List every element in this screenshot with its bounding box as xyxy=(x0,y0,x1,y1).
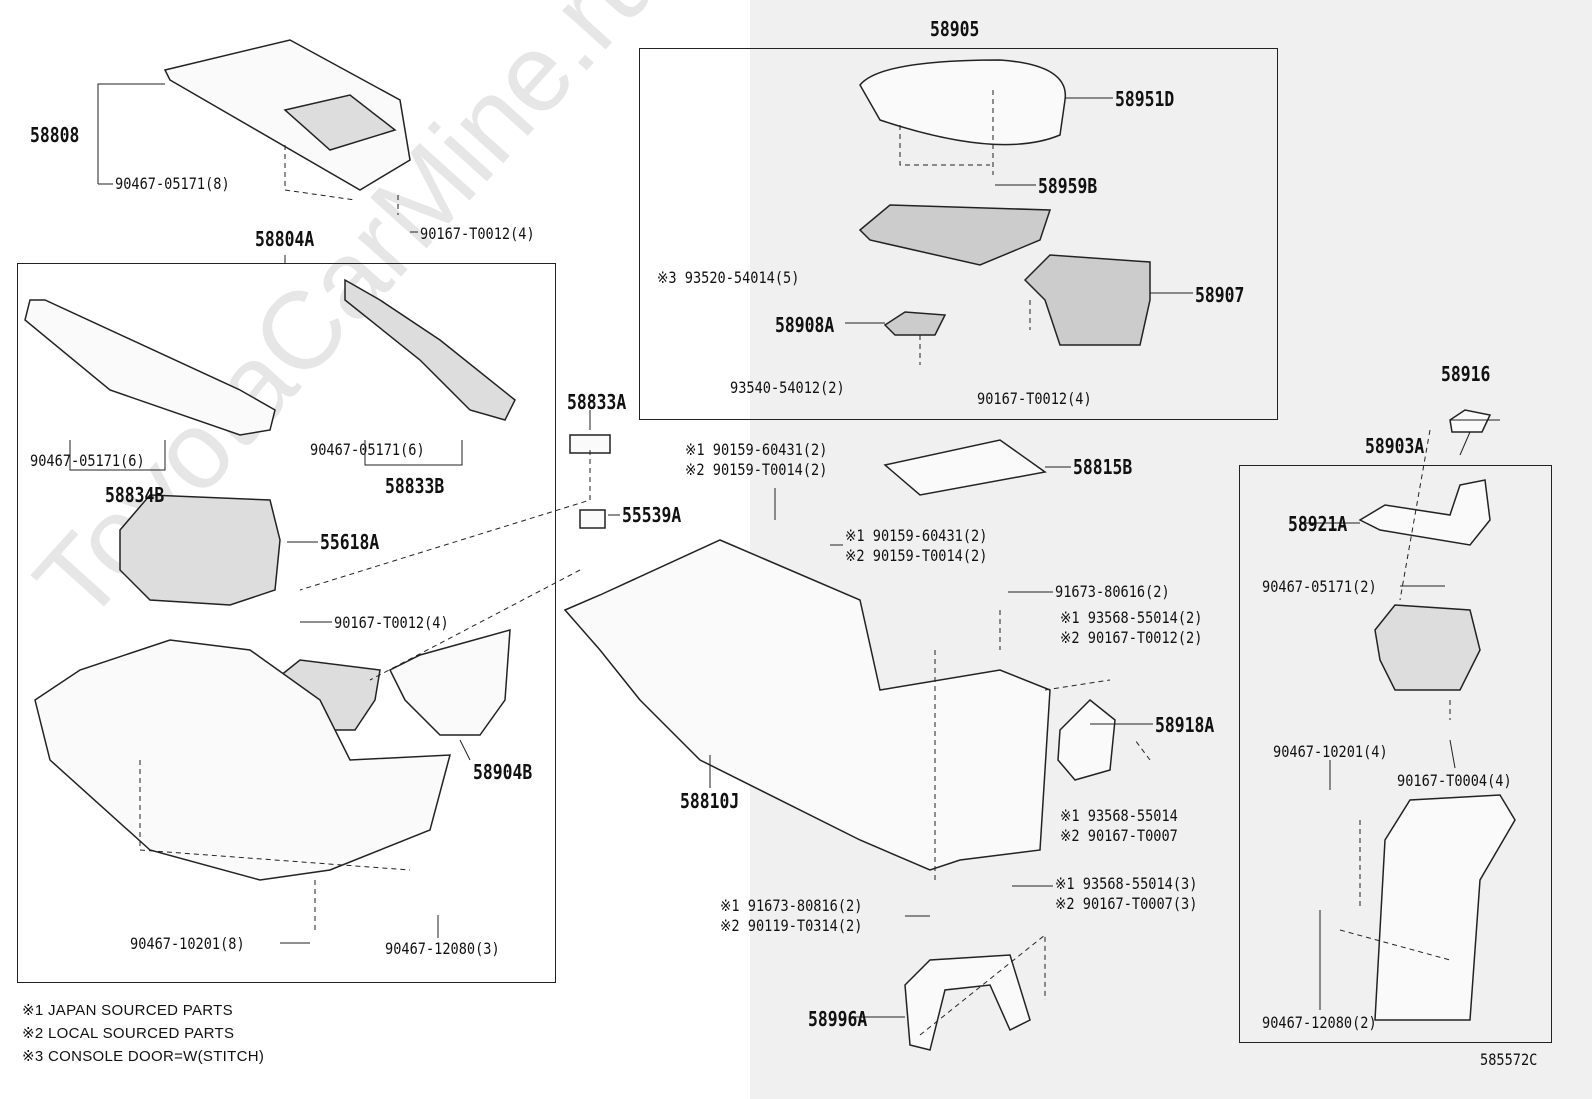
label-58921A: 58921A xyxy=(1288,512,1348,536)
label-s1-93568-55014-3: ※1 93568-55014(3) xyxy=(1055,874,1198,893)
label-s2-90167-T0012-2: ※2 90167-T0012(2) xyxy=(1060,628,1203,647)
label-90467-10201-4: 90467-10201(4) xyxy=(1273,742,1388,761)
part-58903A-cover xyxy=(1374,794,1516,1021)
label-90467-05171-2: 90467-05171(2) xyxy=(1262,577,1377,596)
part-55618A xyxy=(119,494,281,606)
label-58833B: 58833B xyxy=(385,474,445,498)
diagram-code: 585572C xyxy=(1480,1050,1538,1069)
label-s2-90167-T0007-3: ※2 90167-T0007(3) xyxy=(1055,894,1198,913)
label-58815B: 58815B xyxy=(1073,455,1133,479)
label-90467-10201-8: 90467-10201(8) xyxy=(130,934,245,953)
label-58808: 58808 xyxy=(30,123,80,147)
part-58833B xyxy=(344,278,516,421)
part-58921A xyxy=(1358,479,1491,546)
label-58918A: 58918A xyxy=(1155,713,1215,737)
part-58918A-bracket xyxy=(1057,698,1116,781)
label-s1-93568-55014: ※1 93568-55014 xyxy=(1060,806,1178,825)
label-58810J: 58810J xyxy=(680,789,740,813)
label-s2-90167-T0007: ※2 90167-T0007 xyxy=(1060,826,1178,845)
label-90467-05171-6b: 90467-05171(6) xyxy=(310,440,425,459)
part-58916 xyxy=(1449,409,1492,433)
label-55539A: 55539A xyxy=(622,503,682,527)
part-58810J-console xyxy=(563,539,1051,871)
label-58951D: 58951D xyxy=(1115,87,1175,111)
part-58834B xyxy=(24,299,276,436)
label-58959B: 58959B xyxy=(1038,174,1098,198)
footnote-local-sourced: ※2 LOCAL SOURCED PARTS xyxy=(22,1025,235,1042)
part-55539A xyxy=(579,509,606,529)
label-s2-90159-T0014-b: ※2 90159-T0014(2) xyxy=(845,546,988,565)
part-58808-panel xyxy=(163,39,411,191)
footnote-console-door: ※3 CONSOLE DOOR=W(STITCH) xyxy=(22,1048,265,1065)
label-90467-05171-8: 90467-05171(8) xyxy=(115,174,230,193)
group-box-58903A xyxy=(1239,465,1552,1043)
label-55618A: 55618A xyxy=(320,530,380,554)
label-90467-12080-3: 90467-12080(3) xyxy=(385,939,500,958)
part-58815B-mat xyxy=(883,439,1047,496)
label-93540-54012: 93540-54012(2) xyxy=(730,378,845,397)
label-s2-90119-T0314: ※2 90119-T0314(2) xyxy=(720,916,863,935)
label-90167-T0004-4: 90167-T0004(4) xyxy=(1397,771,1512,790)
label-90467-12080-2: 90467-12080(2) xyxy=(1262,1013,1377,1032)
label-58903A: 58903A xyxy=(1365,434,1425,458)
label-90167-T0012-c: 90167-T0012(4) xyxy=(334,613,449,632)
label-58996A: 58996A xyxy=(808,1007,868,1031)
group-box-58804A xyxy=(17,263,556,983)
part-58996A-bracket xyxy=(904,954,1031,1051)
label-s2-90159-T0014-a: ※2 90159-T0014(2) xyxy=(685,460,828,479)
label-58804A: 58804A xyxy=(255,227,315,251)
part-58908A xyxy=(883,311,947,336)
group-box-58905 xyxy=(639,48,1278,420)
label-58907: 58907 xyxy=(1195,283,1245,307)
leader-lines xyxy=(69,83,1500,1018)
part-58907-frame xyxy=(858,204,1052,266)
label-58908A: 58908A xyxy=(775,313,835,337)
footnote-japan-sourced: ※1 JAPAN SOURCED PARTS xyxy=(22,1002,233,1019)
label-90167-T0012-a: 90167-T0012(4) xyxy=(977,389,1092,408)
part-58804A-console xyxy=(34,639,451,881)
label-58916: 58916 xyxy=(1441,362,1491,386)
part-58907-box xyxy=(1023,254,1151,346)
label-58834B: 58834B xyxy=(105,483,165,507)
label-91673-80616: 91673-80616(2) xyxy=(1055,582,1170,601)
label-58905: 58905 xyxy=(930,17,980,41)
label-s1-90159-60431-a: ※1 90159-60431(2) xyxy=(685,440,828,459)
label-s1-91673-80816: ※1 91673-80816(2) xyxy=(720,896,863,915)
part-58904B xyxy=(388,628,511,736)
label-s1-93568-55014-2: ※1 93568-55014(2) xyxy=(1060,608,1203,627)
assembly-dashed-lines xyxy=(139,90,1451,1036)
label-93520-54014: ※3 93520-54014(5) xyxy=(657,268,800,287)
label-s1-90159-60431-b: ※1 90159-60431(2) xyxy=(845,526,988,545)
part-58951D-lid xyxy=(859,59,1066,146)
label-90167-T0012-b: 90167-T0012(4) xyxy=(420,224,535,243)
part-58903A-pocket xyxy=(1374,604,1481,691)
label-58833A: 58833A xyxy=(567,390,627,414)
label-58904B: 58904B xyxy=(473,760,533,784)
label-90467-05171-6a: 90467-05171(6) xyxy=(30,451,145,470)
